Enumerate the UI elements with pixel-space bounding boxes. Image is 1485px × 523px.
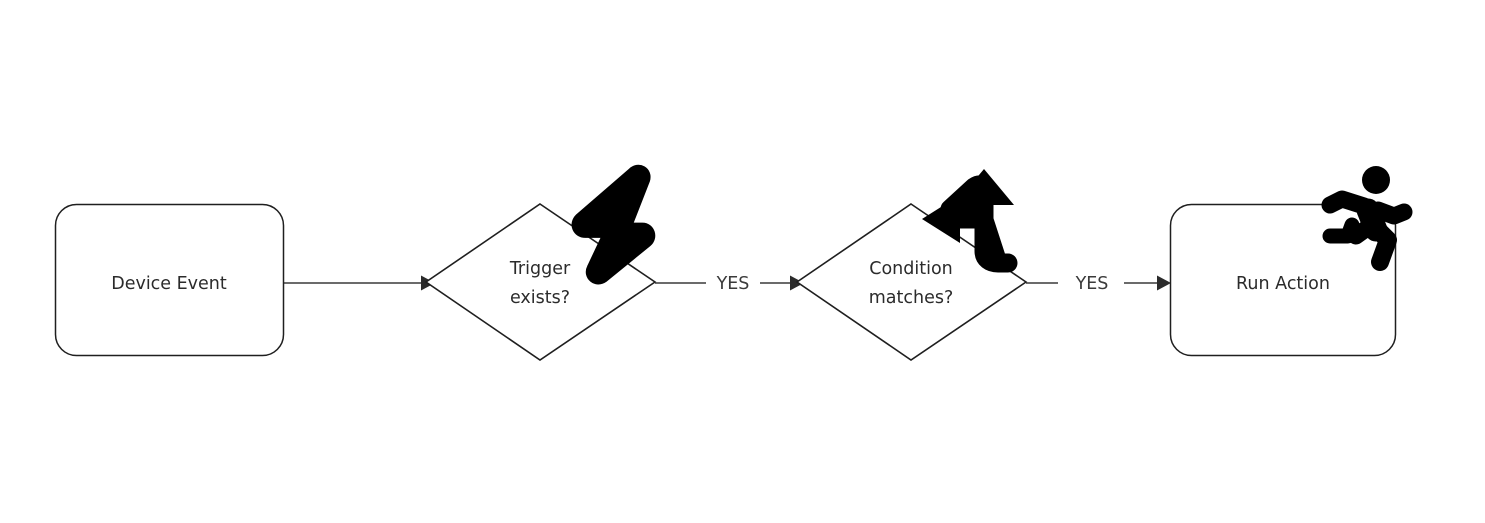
runner-trailing-shoe <box>1322 217 1360 244</box>
edge-device-event-to-trigger <box>284 275 435 291</box>
edge-2-arrowhead <box>790 275 804 291</box>
runner-leg-front <box>1367 219 1397 271</box>
node-device-event[interactable]: Device Event <box>54 203 285 357</box>
trigger-exists-label-line1: Trigger <box>509 259 571 279</box>
condition-matches-label-line2: matches? <box>869 288 954 308</box>
run-action-label: Run Action <box>1236 274 1330 294</box>
runner-arm-front <box>1369 201 1413 225</box>
edge-condition-to-run-action: YES <box>1026 274 1171 294</box>
trigger-exists-label-line2: exists? <box>510 288 570 308</box>
lightning-bolt-icon <box>571 164 656 285</box>
edge-3-arrowhead <box>1157 275 1171 291</box>
running-person-icon <box>1321 166 1413 271</box>
runner-arm-back <box>1321 190 1373 215</box>
condition-matches-label-line1: Condition <box>869 259 953 279</box>
lightning-bolt-path <box>571 164 656 285</box>
branching-arrows-icon <box>922 169 1018 273</box>
edge-3-label-yes: YES <box>1075 274 1109 294</box>
branch-left-arrowhead <box>922 195 960 243</box>
branch-up-arrowhead <box>954 169 1014 205</box>
device-event-label: Device Event <box>111 274 227 294</box>
runner-head <box>1362 166 1390 194</box>
device-event-shape[interactable] <box>54 203 285 357</box>
edge-trigger-to-condition: YES <box>655 274 804 294</box>
runner-leg-rear <box>1347 217 1379 245</box>
edge-2-label-yes: YES <box>716 274 750 294</box>
